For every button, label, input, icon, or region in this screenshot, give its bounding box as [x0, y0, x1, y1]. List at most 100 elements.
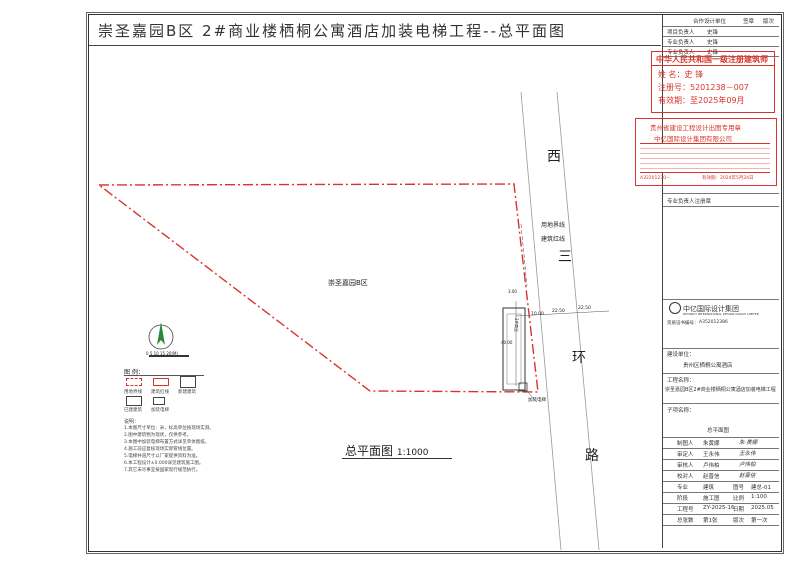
road-char-3: 环	[572, 350, 586, 366]
architect-stamp-title: 中华人民共和国一级注册建筑师	[656, 55, 768, 64]
road-edge-left	[520, 91, 562, 550]
legend-title: 图 例：	[124, 369, 144, 376]
stamp-rule	[652, 65, 774, 66]
project-row: 工程名称： 崇圣嘉园B区2#商业楼栖桐公寓酒店加装电梯工程	[663, 373, 779, 404]
road-char-4: 路	[585, 448, 599, 464]
meta-value: 建筑	[703, 485, 715, 491]
legend-item-3: 新建建筑	[178, 390, 196, 395]
title-strip	[89, 15, 661, 46]
signoff-signature: 赵晋信	[739, 473, 756, 479]
signoff-signature: 卢伟柏	[739, 462, 756, 468]
elevator-leader	[525, 389, 538, 403]
role-name: 史锋	[707, 40, 719, 46]
signoff-role: 审定人	[677, 452, 694, 458]
site-label: 崇圣嘉园B区	[328, 279, 368, 287]
company-stamp: 贵州省建设工程设计出图专用章 中亿国际设计集团有限公司 A32201230－ 有…	[635, 118, 777, 186]
outer-frame	[86, 12, 784, 554]
architect-valid-row: 有效期：至2025年09月	[658, 95, 745, 106]
meta-value: 第一次	[751, 518, 768, 524]
designer-row: 专业负责人注册章	[663, 193, 779, 207]
company-stamp-title: 贵州省建设工程设计出图专用章	[650, 124, 741, 132]
legend-elevator-swatch	[153, 397, 165, 405]
meta-value: 施工图	[703, 496, 720, 502]
meta-key: 图号	[733, 485, 745, 491]
architect-reg: 5201238－007	[690, 83, 749, 92]
meta-value: 第1张	[703, 518, 718, 524]
header-version: 版次	[763, 19, 775, 25]
architect-reg-row: 注册号：5201238－007	[658, 82, 749, 93]
signoff-row-4: 校对人 赵晋信 赵晋信	[663, 470, 779, 482]
legend-land-line-swatch	[126, 378, 142, 386]
legend-item-1: 用地界线	[124, 390, 142, 395]
meta-row-4: 总张数 第1张 版次 第一次	[663, 514, 779, 526]
header-seal: 签章	[743, 19, 755, 25]
site-plan	[96, 91, 610, 550]
designer-row-label: 专业负责人注册章	[667, 199, 712, 205]
dim-label-4: 3.00	[508, 289, 517, 294]
legend-item-5: 加装电梯	[151, 408, 169, 413]
project-label: 工程名称：	[667, 378, 695, 384]
valid-label: 有效期：	[658, 96, 690, 105]
road-char-1: 西	[547, 149, 561, 165]
signoff-row-1: 制图人 朱黄娜 朱·黄娜	[663, 437, 779, 449]
role-name: 史锋	[707, 30, 719, 36]
architect-name: 史 锋	[684, 70, 704, 79]
name-label: 姓 名：	[658, 70, 685, 79]
architect-stamp: 中华人民共和国一级注册建筑师 姓 名：史 锋 注册号：5201238－007 有…	[651, 51, 775, 113]
role-label: 专业负责人	[667, 40, 695, 46]
note-7: 7.其它未尽事宜按国家现行规范执行。	[124, 468, 201, 473]
land-line-leader	[520, 223, 528, 287]
subproject-row: 子项名称： 总平面图	[663, 403, 779, 438]
drawing-sheet	[88, 14, 782, 552]
meta-value: 建总-01	[751, 485, 771, 491]
meta-row-3: 工程号 ZY-2025-16 日期 2025.05	[663, 503, 779, 515]
company-logo-icon	[669, 302, 681, 314]
signoff-name: 王永伟	[703, 452, 720, 458]
legend-item-4: 已建建筑	[124, 408, 142, 413]
drawing-title: 崇圣嘉园B区 2#商业楼栖桐公寓酒店加装电梯工程--总平面图	[98, 22, 566, 40]
meta-key: 专业	[677, 485, 689, 491]
north-arrow-icon	[157, 322, 165, 345]
company-stamp-valid: 有效期：2024年5月24日	[702, 176, 754, 181]
signoff-signature: 朱·黄娜	[739, 440, 758, 446]
site-boundary	[96, 183, 539, 393]
meta-key: 总张数	[677, 518, 694, 524]
signoff-role: 制图人	[677, 441, 694, 447]
meta-key: 版次	[733, 518, 745, 524]
signoff-name: 卢伟柏	[703, 463, 720, 469]
client-row: 建设单位： 贵州区栖桐公寓酒店	[663, 347, 779, 374]
signoff-row-2: 审定人 王永伟 王永伟	[663, 448, 779, 460]
building-label: 2#商业	[513, 318, 519, 332]
legend-existing-building-swatch	[126, 396, 142, 406]
title-block: 合作设计单位 签章 版次 项目负责人 史锋 专业负责人 史锋 专业负责人 史锋 …	[635, 15, 779, 548]
meta-row-2: 阶段 施工图 比例 1:100	[663, 492, 779, 504]
subproject-label: 子项名称：	[667, 408, 695, 414]
legend-building-line-swatch	[153, 378, 169, 386]
role-row-3: 专业负责人 史锋	[663, 46, 779, 57]
signoff-row-3: 审核人 卢伟柏 卢伟柏	[663, 459, 779, 471]
signoff-name: 朱黄娜	[703, 441, 720, 447]
dim-label-2: 22.50	[552, 309, 565, 314]
plan-scale: 1:1000	[396, 448, 429, 458]
meta-key: 比例	[733, 496, 745, 502]
role-label: 专业负责人	[667, 50, 695, 56]
meta-value: 1:100	[751, 494, 767, 500]
note-3: 3.本图中加装电梯布置方式详见单体图纸。	[124, 440, 210, 445]
project-name: 崇圣嘉园B区2#商业楼栖桐公寓酒店加装电梯工程	[665, 387, 776, 393]
company-name: 中亿国际设计集团	[683, 305, 739, 313]
plan-title-underline	[342, 458, 452, 459]
legend-new-building-swatch	[180, 376, 196, 388]
legend-item-2: 建筑红线	[151, 390, 169, 395]
meta-key: 阶段	[677, 496, 689, 502]
dim-label-5: 40.00	[501, 340, 513, 345]
scale-bar	[149, 355, 189, 357]
cert-number: A352012386	[699, 320, 728, 325]
architect-name-row: 姓 名：史 锋	[658, 69, 703, 80]
subproject-drawing-name: 总平面图	[707, 428, 730, 434]
company-block: 中亿国际设计集团 ZHONGYI INTERNATIONAL DESIGN GR…	[663, 299, 779, 349]
role-row-2: 专业负责人 史锋	[663, 36, 779, 47]
meta-key: 日期	[733, 507, 745, 513]
building-inner	[506, 313, 522, 385]
notes-title: 说明：	[124, 419, 140, 425]
scale-ticks: 0 5 10 15 20(M)	[146, 351, 179, 356]
